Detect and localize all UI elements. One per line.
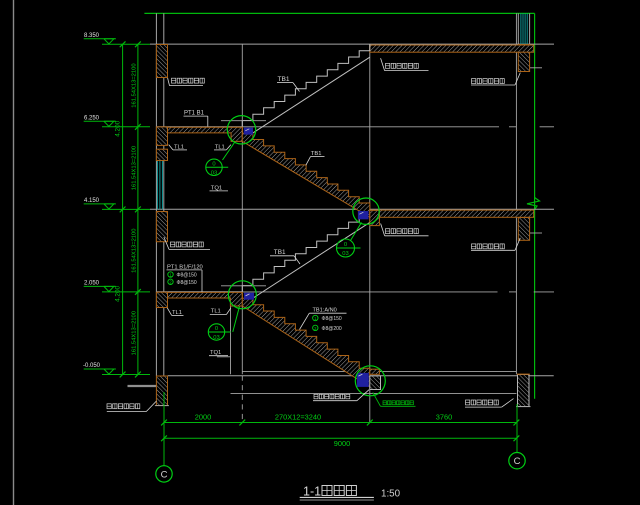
svg-text:4.200: 4.200 <box>114 285 121 301</box>
svg-text:1-1: 1-1 <box>303 484 321 498</box>
svg-text:9000: 9000 <box>334 439 350 448</box>
svg-text:TB1:A/N0: TB1:A/N0 <box>313 308 337 314</box>
svg-text:6.250: 6.250 <box>84 116 100 122</box>
svg-text:TL1: TL1 <box>174 144 184 150</box>
svg-text:TB1: TB1 <box>278 76 290 83</box>
svg-text:161.54X13=2100: 161.54X13=2100 <box>131 229 137 273</box>
svg-text:161.54X13=2100: 161.54X13=2100 <box>131 63 137 107</box>
svg-text:TQ1: TQ1 <box>211 185 222 191</box>
svg-text:4.150: 4.150 <box>84 198 100 204</box>
svg-text:TQ1: TQ1 <box>210 350 221 356</box>
svg-text:4.200: 4.200 <box>114 120 121 136</box>
svg-text:PT1 B1/F/120: PT1 B1/F/120 <box>167 265 203 271</box>
svg-text:03: 03 <box>342 251 348 257</box>
svg-text:TB1: TB1 <box>311 151 322 157</box>
svg-text:2000: 2000 <box>195 413 211 422</box>
svg-text:-0.050: -0.050 <box>83 363 101 369</box>
svg-text:C: C <box>161 469 168 480</box>
svg-text:1: 1 <box>314 316 317 321</box>
svg-text:Φ8@150: Φ8@150 <box>177 273 197 279</box>
svg-text:TL1: TL1 <box>211 308 221 314</box>
svg-text:270X12=3240: 270X12=3240 <box>275 413 321 422</box>
svg-text:2: 2 <box>314 326 317 331</box>
svg-text:2.050: 2.050 <box>84 281 100 287</box>
svg-text:3760: 3760 <box>436 413 452 422</box>
svg-text:03: 03 <box>211 170 217 176</box>
svg-text:PT1 B1: PT1 B1 <box>184 111 205 117</box>
svg-text:2: 2 <box>169 280 172 285</box>
svg-text:Φ8@200: Φ8@200 <box>322 326 342 332</box>
svg-text:1: 1 <box>169 272 172 277</box>
svg-text:0: 0 <box>212 162 215 168</box>
svg-text:0: 0 <box>215 326 218 332</box>
svg-text:8.350: 8.350 <box>84 33 100 39</box>
svg-text:1:50: 1:50 <box>381 488 401 499</box>
svg-text:C: C <box>514 456 521 467</box>
svg-text:161.54X13=2100: 161.54X13=2100 <box>131 311 137 355</box>
svg-text:Φ8@150: Φ8@150 <box>177 280 197 286</box>
svg-text:161.54X13=2100: 161.54X13=2100 <box>131 146 137 190</box>
svg-text:03: 03 <box>213 335 219 341</box>
svg-text:0: 0 <box>344 242 347 248</box>
svg-text:TB1: TB1 <box>274 249 286 256</box>
svg-text:TL1: TL1 <box>215 144 225 150</box>
svg-text:TL1: TL1 <box>172 310 182 316</box>
svg-text:Φ8@150: Φ8@150 <box>322 316 342 322</box>
